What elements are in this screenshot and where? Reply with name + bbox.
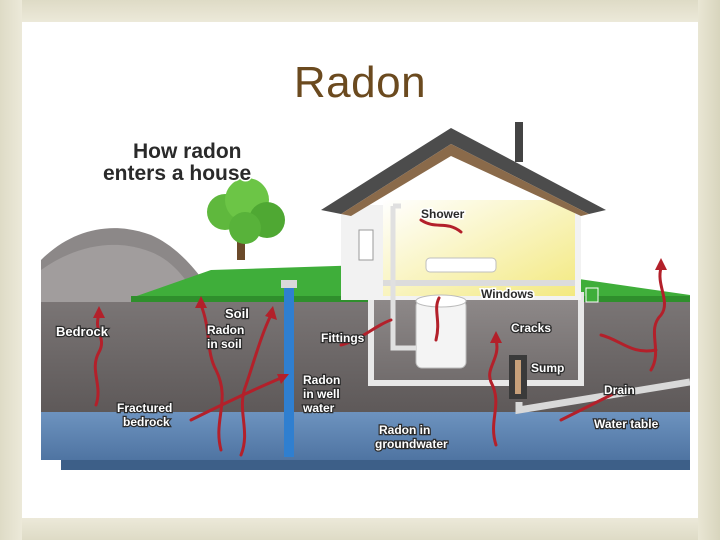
label-radon-in-soil-2: in soil — [207, 337, 242, 351]
groundwater-base — [61, 460, 690, 470]
well-pipe — [284, 285, 294, 457]
sump-pipe — [515, 360, 521, 394]
chimney-vent — [515, 122, 523, 162]
label-radon-well-3: water — [302, 401, 335, 415]
radon-house-diagram: How radon enters a house Shower Windows … — [41, 120, 690, 485]
window-side — [359, 230, 373, 260]
label-water-table: Water table — [594, 417, 659, 431]
diagram-heading-line2: enters a house — [103, 162, 251, 185]
label-windows: Windows — [481, 287, 534, 301]
well-cap — [281, 280, 297, 288]
window-basement — [586, 288, 598, 302]
water-heater — [416, 300, 466, 368]
label-fractured-2: bedrock — [123, 415, 170, 429]
label-bedrock: Bedrock — [56, 324, 109, 339]
bathtub — [426, 258, 496, 272]
label-shower: Shower — [421, 207, 465, 221]
label-soil: Soil — [225, 306, 249, 321]
label-groundwater-1: Radon in — [379, 423, 430, 437]
diagram-heading-line1: How radon — [133, 140, 242, 163]
label-fractured-1: Fractured — [117, 401, 172, 415]
water-heater-top — [416, 295, 466, 307]
slide-border-top — [0, 0, 720, 22]
label-sump: Sump — [531, 361, 564, 375]
label-drain: Drain — [604, 383, 635, 397]
slide-title: Radon — [0, 58, 720, 108]
radon-arrow-tank — [436, 298, 439, 340]
label-radon-well-2: in well — [303, 387, 340, 401]
label-fittings: Fittings — [321, 331, 365, 345]
slide-border-bottom — [0, 518, 720, 540]
label-radon-well-1: Radon — [303, 373, 340, 387]
diagram-svg: How radon enters a house Shower Windows … — [41, 120, 690, 485]
label-cracks: Cracks — [511, 321, 551, 335]
floor-slab — [383, 280, 575, 286]
label-groundwater-2: groundwater — [375, 437, 448, 451]
tree-foliage-bottom — [229, 212, 261, 244]
label-radon-in-soil-1: Radon — [207, 323, 244, 337]
